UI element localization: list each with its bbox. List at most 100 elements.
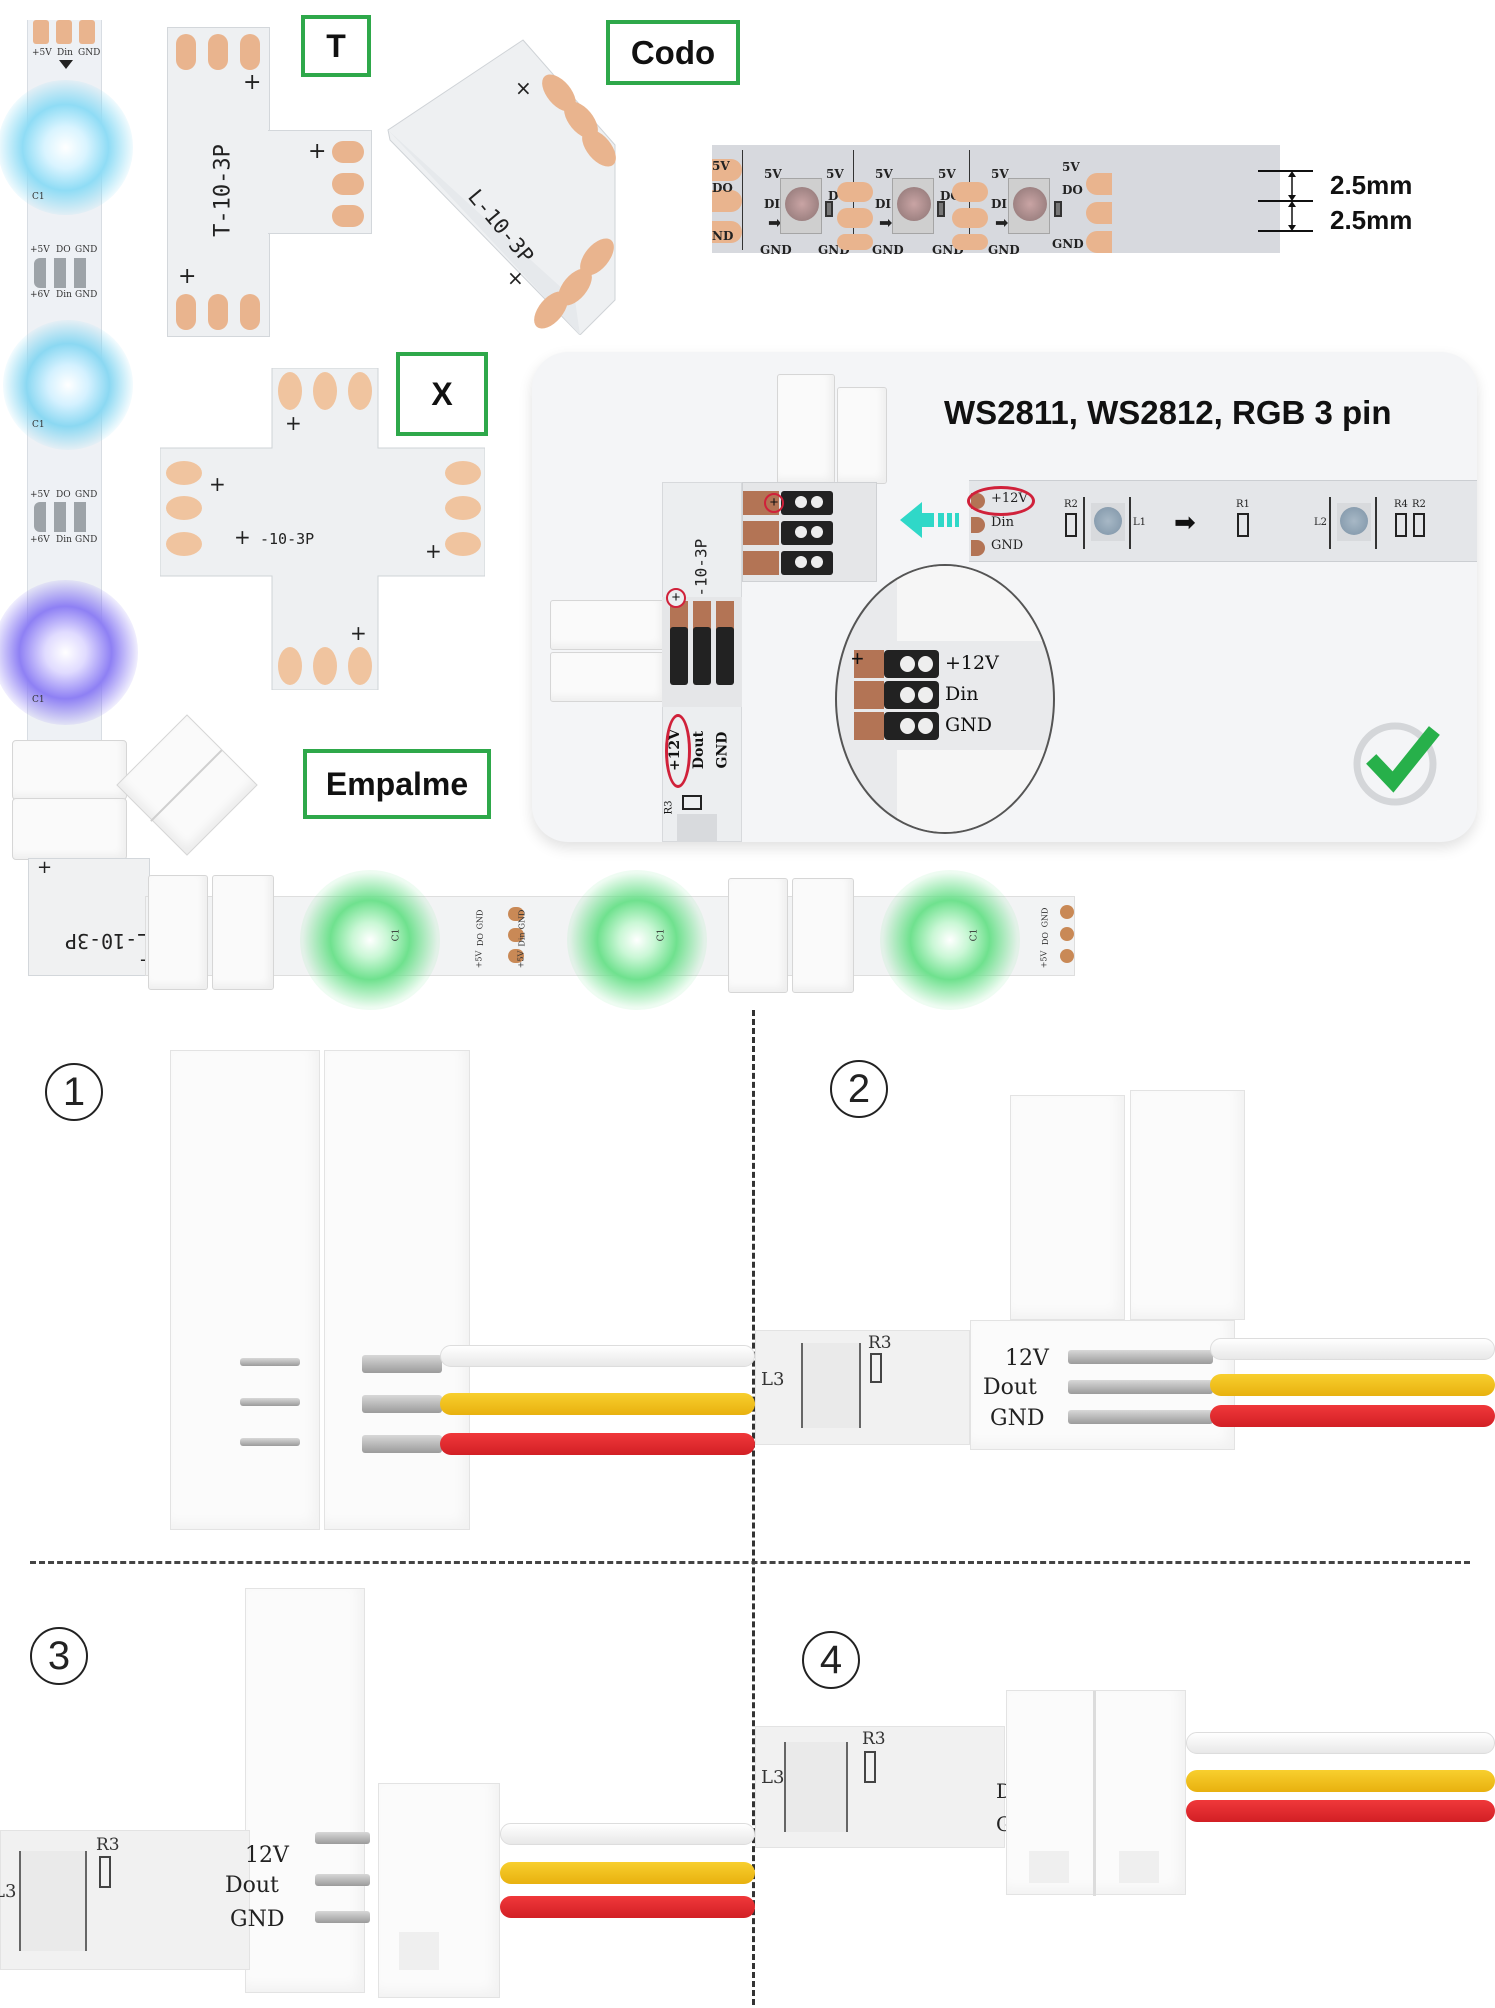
wire-yellow bbox=[1210, 1374, 1495, 1396]
l-board-shade bbox=[388, 130, 580, 335]
cap-label: C1 bbox=[32, 420, 45, 430]
polarity-plus: + bbox=[350, 621, 367, 645]
pin-label: Din bbox=[991, 515, 1014, 530]
crimp-terminal bbox=[362, 1435, 442, 1453]
arrow-right-icon: ➡ bbox=[1174, 507, 1196, 537]
led-strip-segment: L3 R3 bbox=[755, 1330, 970, 1445]
top-junction bbox=[742, 482, 877, 582]
led-label: L3 bbox=[761, 1369, 785, 1390]
copper-pad bbox=[1060, 927, 1074, 941]
led-5050 bbox=[1091, 503, 1125, 541]
splice-connector bbox=[116, 714, 258, 856]
led-label: L3 bbox=[761, 1767, 785, 1788]
polarity-plus: + bbox=[308, 139, 327, 164]
copper-pad bbox=[508, 907, 524, 921]
clip-top-right bbox=[1130, 1090, 1245, 1320]
label-empalme: Empalme bbox=[303, 749, 491, 819]
connector-model-label: -10-3P bbox=[260, 530, 314, 548]
pin-label: DO bbox=[1040, 932, 1050, 945]
led-5050 bbox=[780, 178, 822, 234]
contact bbox=[884, 712, 939, 740]
metal-pin bbox=[1068, 1350, 1213, 1364]
dim-arrowhead bbox=[1288, 171, 1296, 177]
copper-pad bbox=[1086, 202, 1112, 224]
arrow-dash bbox=[947, 513, 952, 527]
led-glow-green bbox=[567, 870, 707, 1010]
pin-label: DO bbox=[56, 245, 71, 255]
led-5050 bbox=[677, 814, 717, 842]
copper-pad bbox=[837, 208, 873, 228]
metal-pin bbox=[315, 1832, 370, 1844]
clip-top-left bbox=[1010, 1095, 1125, 1320]
contact bbox=[884, 681, 939, 709]
pin-label: Din bbox=[57, 48, 73, 58]
copper-pad bbox=[854, 681, 884, 709]
contact bbox=[781, 491, 833, 515]
wire-white bbox=[440, 1345, 755, 1367]
dim-arrowhead bbox=[1288, 225, 1296, 231]
cap-label: C1 bbox=[656, 928, 667, 942]
resistor bbox=[682, 795, 702, 810]
polarity-plus: × bbox=[515, 76, 532, 100]
pin-label: Dout bbox=[691, 730, 708, 770]
label-codo: Codo bbox=[606, 20, 740, 85]
led-lens bbox=[1340, 507, 1368, 535]
plus-marker: + bbox=[666, 588, 686, 608]
led-glow-blue bbox=[3, 320, 133, 450]
led-label: L3 bbox=[0, 1881, 17, 1902]
resistor bbox=[99, 1856, 111, 1888]
led-strip-segment: L3 R3 bbox=[0, 1830, 250, 1970]
resistor-label: R3 bbox=[862, 1729, 886, 1749]
copper-pad bbox=[208, 34, 228, 70]
clip-right-half bbox=[324, 1050, 470, 1530]
plus-marker: + bbox=[764, 493, 784, 513]
polarity-plus: × bbox=[507, 266, 524, 290]
pin-label: Dout bbox=[983, 1375, 1037, 1400]
cap-label: C1 bbox=[969, 928, 980, 942]
splice-clip-bottom bbox=[12, 798, 127, 860]
pin-label: DI bbox=[764, 197, 781, 211]
copper-pad bbox=[313, 372, 337, 410]
copper-pad bbox=[166, 461, 202, 485]
pin-label: 5V bbox=[764, 167, 782, 181]
pin-label: +5V bbox=[516, 950, 526, 969]
pin-label: GND bbox=[760, 243, 792, 257]
led-5050 bbox=[1337, 503, 1371, 541]
wire-red bbox=[440, 1433, 755, 1455]
strip-clip bbox=[728, 878, 788, 993]
copper-pad bbox=[445, 461, 481, 485]
pin-label: Din bbox=[56, 290, 72, 300]
part-label: R2 bbox=[1412, 499, 1426, 510]
connector-model-label: T-10-3P bbox=[210, 144, 236, 237]
part-label: L1 bbox=[1133, 517, 1147, 528]
copper-pad bbox=[712, 159, 742, 181]
led-lens bbox=[1013, 187, 1047, 221]
magnified-view: + +12V Din GND bbox=[835, 564, 1055, 834]
copper-pad bbox=[278, 647, 302, 685]
cap-label: C1 bbox=[32, 192, 45, 202]
crimp-terminal bbox=[362, 1355, 442, 1373]
copper-pad bbox=[166, 532, 202, 556]
wire-yellow bbox=[500, 1862, 755, 1884]
step-number-3: 3 bbox=[30, 1627, 88, 1685]
copper-pad bbox=[854, 650, 884, 678]
metal-pin bbox=[240, 1398, 300, 1406]
pin-label: +6V bbox=[30, 290, 50, 300]
crimp-terminal bbox=[362, 1395, 442, 1413]
pin-label: GND bbox=[714, 731, 731, 769]
clip-window bbox=[1119, 1851, 1159, 1883]
copper-pad bbox=[854, 712, 884, 740]
copper-pad bbox=[743, 521, 779, 545]
clip-top-right bbox=[837, 387, 887, 484]
pin-label: 5V bbox=[712, 159, 730, 173]
resistor bbox=[864, 1751, 876, 1783]
copper-pad bbox=[332, 205, 364, 227]
led-5050 bbox=[1008, 178, 1050, 234]
contact bbox=[693, 627, 711, 685]
pin-label: DI bbox=[991, 197, 1008, 211]
capacitor bbox=[825, 201, 833, 217]
wire-white bbox=[500, 1823, 755, 1845]
cap-label: C1 bbox=[391, 928, 402, 942]
clip-left-top bbox=[550, 600, 665, 650]
l-connector-bottom: + L-10-3P + bbox=[28, 858, 154, 976]
